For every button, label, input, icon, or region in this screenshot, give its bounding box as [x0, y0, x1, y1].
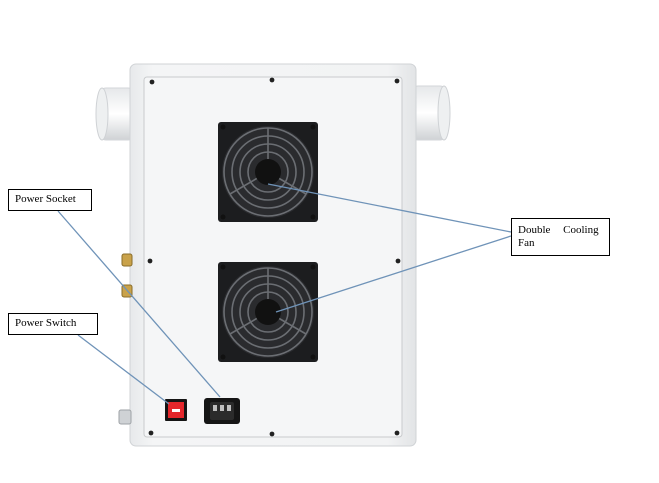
double-cooling-fan-label: Double Cooling Fan [518, 224, 612, 249]
power-switch-icon [165, 399, 187, 421]
cooling-fan-icon [218, 122, 318, 222]
rear-panel [143, 76, 403, 438]
power-socket-label: Power Socket [15, 193, 76, 205]
power-switch-label: Power Switch [15, 317, 77, 329]
callout-power-switch: Power Switch [8, 313, 98, 335]
screw-icon [147, 77, 401, 437]
callout-power-socket: Power Socket [8, 189, 92, 211]
callout-double-cooling-fan: Double Cooling Fan [511, 218, 610, 256]
power-socket-icon [204, 398, 240, 424]
right-pipe [411, 85, 451, 141]
leader-lines [57, 183, 512, 405]
cooling-fan-icon [218, 262, 318, 362]
left-pipe [95, 87, 135, 141]
